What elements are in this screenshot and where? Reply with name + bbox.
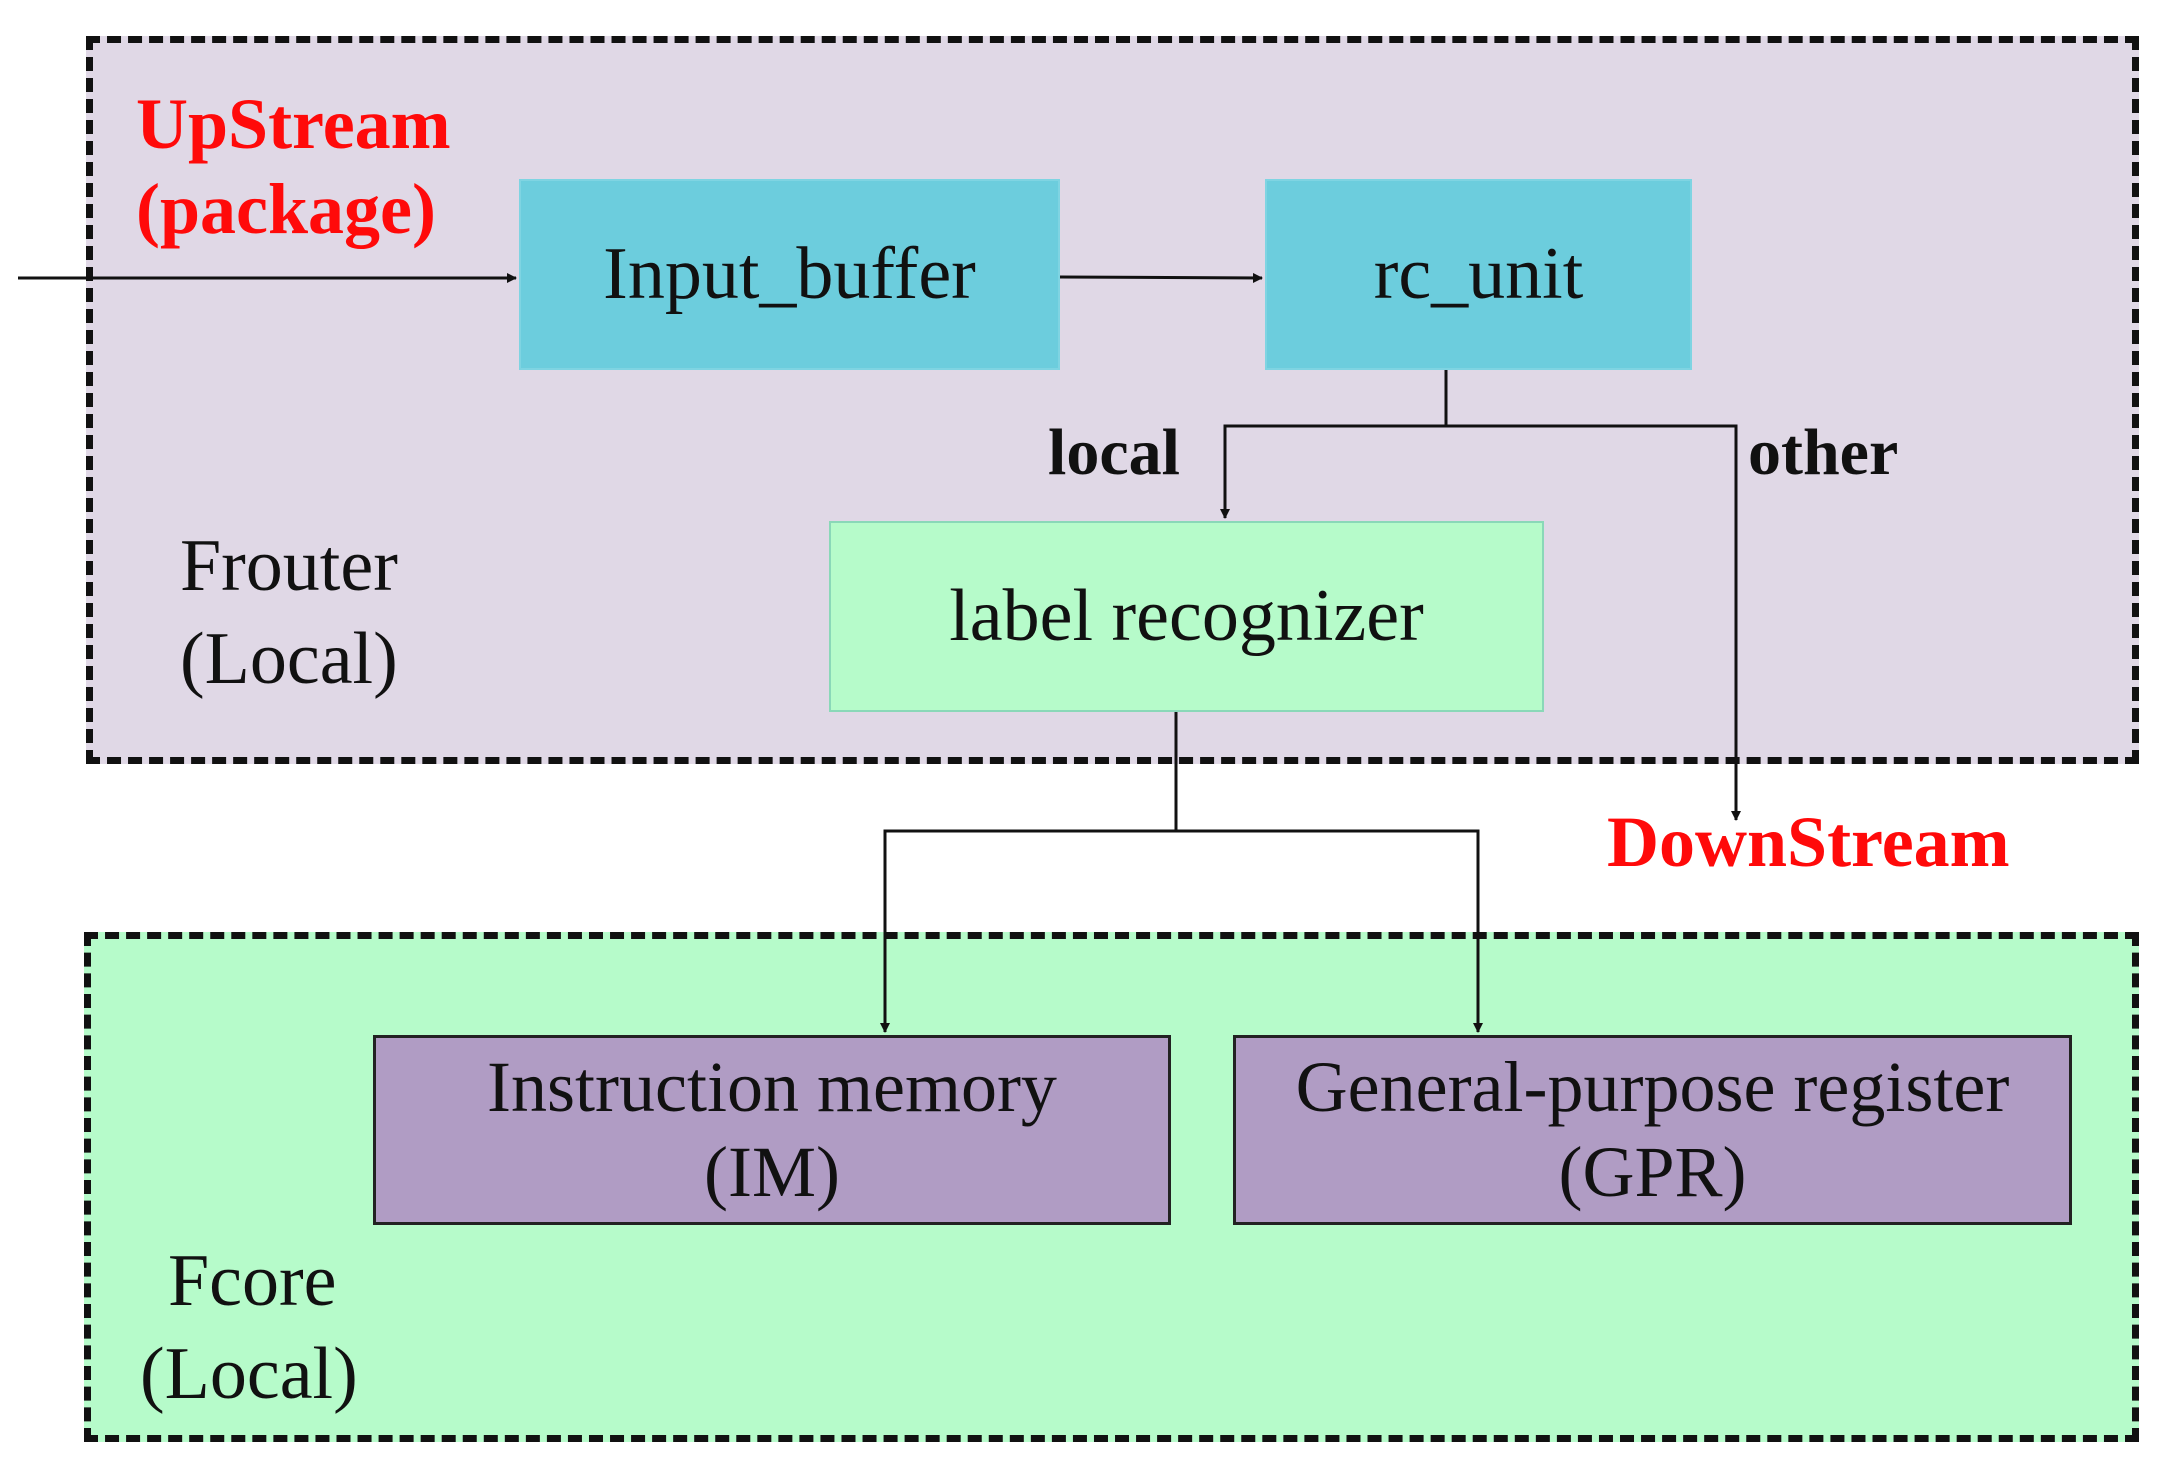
gpr-label: General-purpose register: [1295, 1047, 2010, 1128]
frouter-title: Frouter: [180, 525, 398, 607]
upstream-title: UpStream: [136, 84, 451, 164]
local-branch-arrow: [1220, 424, 1736, 519]
rc-unit-label: rc_unit: [1373, 232, 1584, 315]
frouter-subtitle: (Local): [180, 618, 398, 701]
other-branch-arrow: [1446, 424, 1741, 821]
instruction-memory-abbrev: (IM): [704, 1132, 840, 1212]
to-gpr-arrow: [1176, 829, 1483, 1033]
upstream-subtitle: (package): [136, 168, 436, 249]
frouter-label: Frouter (Local): [180, 520, 398, 706]
downstream-label: DownStream: [1607, 802, 2010, 882]
fcore-title: Fcore: [168, 1240, 337, 1322]
input-buffer-node: Input_buffer: [519, 179, 1060, 370]
label-recognizer-node: label recognizer: [829, 521, 1544, 712]
other-branch-label: other: [1748, 416, 1899, 489]
gpr-abbrev: (GPR): [1558, 1132, 1747, 1212]
general-purpose-register-node: General-purpose register (GPR): [1233, 1035, 2072, 1225]
input-buffer-label: Input_buffer: [603, 232, 976, 315]
buffer-to-rc-arrow: [1059, 272, 1263, 283]
to-im-arrow: [880, 829, 1478, 1033]
rc-unit-node: rc_unit: [1265, 179, 1692, 370]
fcore-subtitle: (Local): [140, 1333, 358, 1416]
instruction-memory-label: Instruction memory: [487, 1047, 1057, 1128]
instruction-memory-node: Instruction memory (IM): [373, 1035, 1171, 1225]
fcore-label: Fcore (Local): [140, 1235, 358, 1421]
local-branch-label: local: [1048, 416, 1180, 489]
label-recognizer-label: label recognizer: [949, 574, 1424, 657]
upstream-label: UpStream (package): [136, 82, 451, 252]
